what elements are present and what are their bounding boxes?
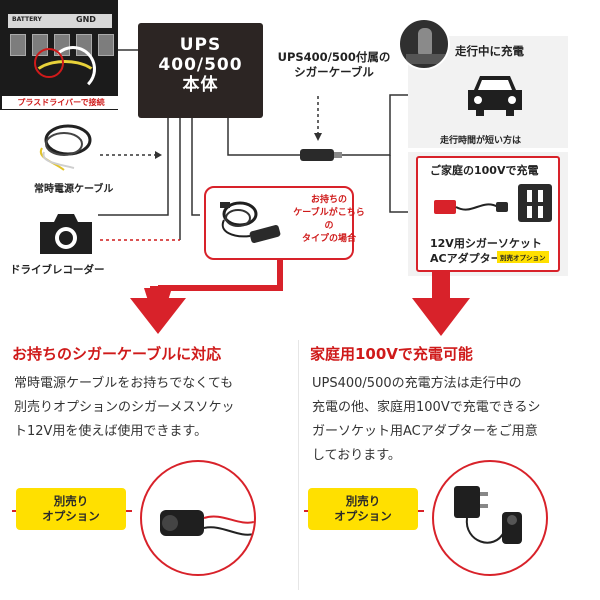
callout-line2: ケーブルがこちらの <box>293 208 365 231</box>
right-badge-line2: オプション <box>334 509 392 523</box>
gear-lever-photo <box>398 18 450 70</box>
right-section-title: 家庭用100Vで充電可能 <box>310 345 473 363</box>
terminal-text-battery: BATTERY <box>12 16 42 23</box>
ups-unit: UPS 400/500 本体 <box>138 23 263 118</box>
right-body-line3: ガーソケット用ACアダプターをご用意 <box>312 424 538 439</box>
right-section-body: UPS400/500の充電方法は走行中の 充電の他、家庭用100Vで充電できるシ… <box>312 372 594 468</box>
cigar-cable-line2: シガーケーブル <box>294 65 374 79</box>
right-badge-line1: 別売り <box>345 494 381 508</box>
terminal-caption: プラスドライバーで接続 <box>2 96 120 109</box>
left-body-line1: 常時電源ケーブルをお持ちでなくても <box>14 376 234 391</box>
left-red-arrow <box>130 258 283 334</box>
adapter-label: 12V用シガーソケット ACアダプター <box>430 236 542 266</box>
section-divider <box>298 340 299 590</box>
right-red-arrow <box>412 272 470 336</box>
always-on-cable-icon <box>39 124 92 171</box>
left-option-badge: 別売り オプション <box>16 488 126 530</box>
option-tag-small: 別売オプション <box>497 251 549 263</box>
right-body-line1: UPS400/500の充電方法は走行中の <box>312 376 522 391</box>
driving-title: 走行中に充電 <box>455 44 524 58</box>
callout-line3: タイプの場合 <box>301 234 356 244</box>
adapter-plug-icon <box>434 200 508 214</box>
car-icon <box>468 76 522 116</box>
callout-line1: お持ちの <box>310 195 347 205</box>
left-section-body: 常時電源ケーブルをお持ちでなくても 別売りオプションのシガーメスソケッ ト12V… <box>14 372 294 444</box>
ups-title-line2: 400/500 <box>158 55 243 75</box>
wall-socket-icon <box>518 184 552 222</box>
cigar-cable-coil-icon <box>220 201 281 244</box>
adapter-line1: 12V用シガーソケット <box>430 237 542 250</box>
ac-adapter-product-photo <box>432 460 548 576</box>
dashcam-label: ドライブレコーダー <box>10 264 105 276</box>
terminal-text-gnd: GND <box>76 15 96 24</box>
left-body-line2: 別売りオプションのシガーメスソケッ <box>14 400 235 415</box>
home-title: ご家庭の100Vで充電 <box>430 164 539 177</box>
adapter-line2: ACアダプター <box>430 252 502 265</box>
always-on-cable-label: 常時電源ケーブル <box>34 184 114 195</box>
left-body-line3: ト12V用を使えば使用できます。 <box>14 424 208 439</box>
camera-icon <box>40 214 92 254</box>
left-section-title: お持ちのシガーケーブルに対応 <box>12 345 222 363</box>
right-body-line4: しております。 <box>312 448 401 463</box>
terminal-block-photo: BATTERY GND <box>0 0 118 110</box>
callout-text: お持ちの ケーブルがこちらの タイプの場合 <box>292 194 366 246</box>
right-option-badge: 別売り オプション <box>308 488 418 530</box>
ups-title-line1: UPS <box>179 35 222 55</box>
cigar-cable-label: UPS400/500付属の シガーケーブル <box>264 50 404 80</box>
right-body-line2: 充電の他、家庭用100Vで充電できるシ <box>312 400 541 415</box>
cigar-cable-line1: UPS400/500付属の <box>277 50 391 64</box>
cigar-socket-product-photo <box>140 460 256 576</box>
left-badge-line1: 別売り <box>53 494 89 508</box>
left-badge-line2: オプション <box>42 509 100 523</box>
ups-title-line3: 本体 <box>182 75 219 95</box>
driving-note: 走行時間が短い方は <box>440 136 522 146</box>
